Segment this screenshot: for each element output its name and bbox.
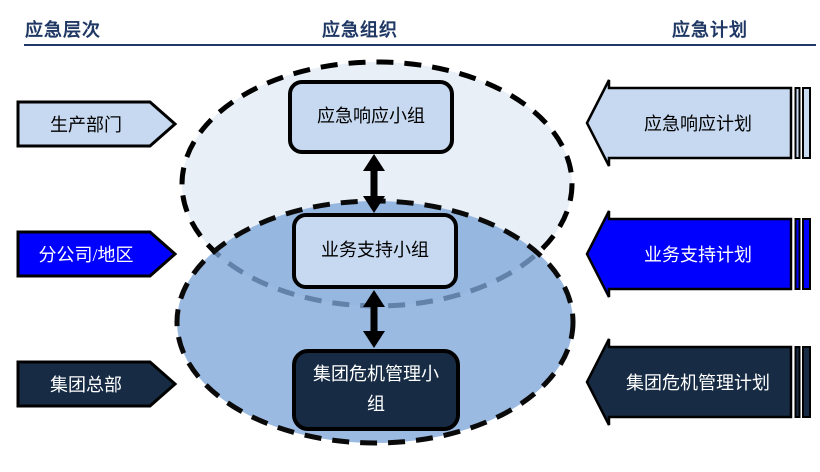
header-level-column: 应急层次 bbox=[25, 20, 101, 40]
header-underline bbox=[24, 44, 816, 46]
level-tag-label: 生产部门 bbox=[50, 115, 122, 135]
team-box-label: 集团危机管理小组 bbox=[313, 364, 439, 414]
plan-arrow-label: 业务支持计划 bbox=[644, 245, 752, 265]
level-tag-production: 生产部门 bbox=[16, 100, 178, 148]
level-tag-branch-region: 分公司/地区 bbox=[16, 230, 178, 278]
team-box-emergency-response: 应急响应小组 bbox=[288, 80, 454, 154]
team-box-business-support: 业务支持小组 bbox=[292, 213, 458, 289]
team-box-label: 业务支持小组 bbox=[321, 240, 429, 261]
double-arrow-icon bbox=[363, 290, 385, 348]
double-arrow-icon bbox=[363, 154, 385, 213]
plan-arrow-emergency-response: 应急响应计划 bbox=[585, 78, 813, 168]
level-tag-group-hq: 集团总部 bbox=[16, 360, 178, 408]
level-tag-label: 集团总部 bbox=[50, 375, 122, 395]
team-box-label: 应急响应小组 bbox=[317, 106, 425, 127]
plan-arrow-label: 集团危机管理计划 bbox=[626, 373, 770, 393]
header-org-column: 应急组织 bbox=[322, 20, 398, 40]
plan-arrow-label: 应急响应计划 bbox=[644, 114, 752, 134]
plan-arrow-group-crisis: 集团危机管理计划 bbox=[585, 337, 813, 427]
plan-arrow-business-support: 业务支持计划 bbox=[585, 209, 813, 299]
team-box-group-crisis: 集团危机管理小组 bbox=[292, 349, 460, 431]
header-plan-column: 应急计划 bbox=[672, 20, 748, 40]
level-tag-label: 分公司/地区 bbox=[38, 245, 134, 265]
